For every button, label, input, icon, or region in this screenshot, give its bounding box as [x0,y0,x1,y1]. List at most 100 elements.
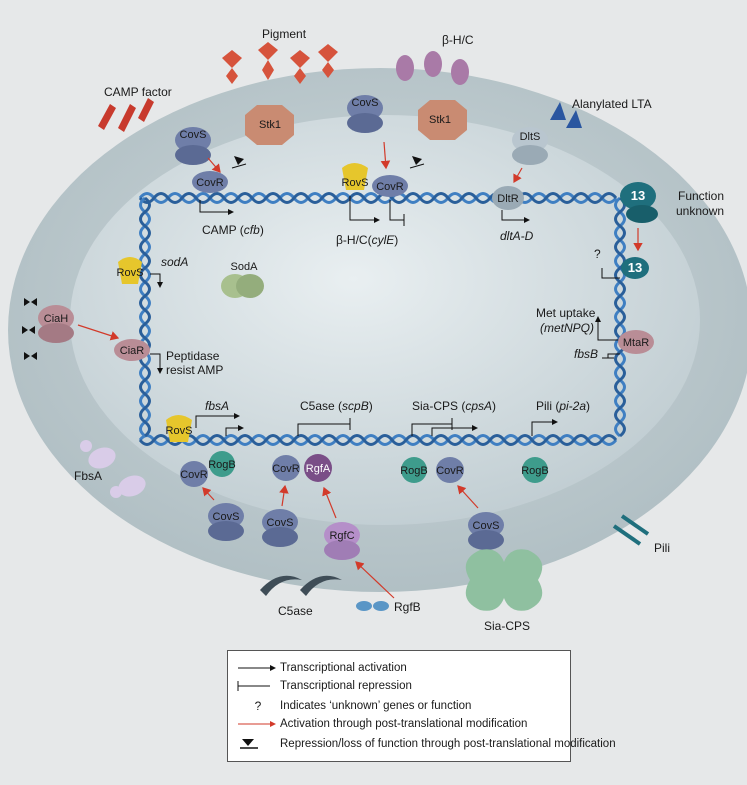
pili-label: Pili [654,541,670,555]
dlts-protein: DltS [512,127,548,165]
svg-text:Stk1: Stk1 [259,119,281,131]
unknown-protein-13-cytoplasm: 13 [621,257,649,279]
arrow-covs-covr-bottom-left [202,487,215,501]
svg-text:MtaR: MtaR [623,337,649,349]
ciah-ligands [22,298,37,360]
svg-text:DltR: DltR [497,193,518,205]
arrow-rgfc-rgfa [322,486,337,519]
svg-text:CovR: CovR [180,469,208,481]
svg-text:CovS: CovS [473,520,500,532]
svg-text:SodA: SodA [231,261,259,273]
repression-bar-icon [236,679,280,693]
sia-cps-molecule [465,549,543,611]
ptm-repression-symbol-middle [409,156,425,169]
camp-cfb-promoter [199,200,234,215]
ptm-repression-symbol-left [231,156,247,169]
c5ase-molecules [260,575,342,596]
legend-unknown: ? Indicates ‘unknown’ genes or function [236,699,472,713]
arrow-covs-covr-left [207,157,221,173]
svg-text:CovS: CovS [352,97,379,109]
arrow-rgfb-rgfc [355,561,395,599]
svg-text:CovS: CovS [180,129,207,141]
svg-text:DltS: DltS [520,131,541,143]
pigment-label: Pigment [262,27,307,41]
legend-ptm-activation: Activation through post-translational mo… [236,717,527,731]
covr-protein-bottom-middle: CovR [272,455,300,481]
dlta-d-label: dltA-D [500,229,534,243]
svg-text:CovR: CovR [272,463,300,475]
unknown-13-promoter [601,268,620,279]
c5ase-label: C5ase [278,604,313,618]
rogb-protein-right: RogB [521,457,549,483]
svg-text:RogB: RogB [521,465,549,477]
met-uptake-label: Met uptake [536,306,596,320]
covs-protein-bottom-left: CovS [208,503,244,541]
svg-text:CovR: CovR [436,465,464,477]
svg-text:RogB: RogB [400,465,428,477]
rovs-protein-left: RovS [117,257,143,284]
ciah-protein: CiaH [38,305,74,343]
arrow-ciah-ciar [77,324,120,341]
svg-text:CovS: CovS [213,511,240,523]
bhc-cyle-promoter [349,196,405,226]
rovs-protein-top: RovS [342,163,368,190]
svg-text:CiaH: CiaH [44,313,69,325]
unknown-protein-13-membrane: 13 [620,182,658,223]
camp-factor-molecules [98,98,154,132]
covr-protein-bottom-right: CovR [436,457,464,483]
legend-box: Transcriptional activation Transcription… [227,650,616,762]
c5ase-scpb-label: C5ase (scpB) [300,399,373,413]
svg-text:Stk1: Stk1 [429,114,451,126]
fbsa-promoter [195,413,244,436]
ptm-repression-icon [236,737,280,751]
met-npq-label: (metNPQ) [540,321,594,335]
legend-repression: Transcriptional repression [236,679,412,693]
camp-factor-label: CAMP factor [104,85,172,99]
svg-text:RogB: RogB [208,459,236,471]
stk1-kinase-right: Stk1 [418,100,467,140]
sia-cps-label: Sia-CPS [484,619,530,633]
svg-text:RgfA: RgfA [306,463,331,475]
question-mark-icon: ? [254,699,262,713]
pili-gene-label: Pili (pi-2a) [536,399,590,413]
peptidase-promoter [150,353,163,374]
rgfa-protein: RgfA [304,454,332,482]
mtar-protein: MtaR [618,330,654,354]
arrow-covs-covr-middle [380,141,391,170]
rovs-protein-bottom: RovS [166,415,192,442]
covs-protein-top-middle: CovS [347,95,383,133]
svg-text:13: 13 [628,260,642,275]
met-uptake-promoter [595,316,620,341]
pili-molecules [612,514,650,546]
sia-cps-promoters [411,418,478,436]
question-mark-label: ? [594,247,601,261]
function-unknown-label-1: Function [678,189,724,203]
camp-cfb-label: CAMP (cfb) [202,223,264,237]
covr-protein-top-middle: CovR [372,175,408,197]
pili-promoter [531,419,558,436]
covr-protein-bottom-left: CovR [180,461,208,487]
fbsa-molecules [80,440,146,498]
rogb-protein-middle: RogB [400,457,428,483]
soda-gene-label: sodA [161,255,188,269]
soda-promoter [150,273,163,288]
rgfc-protein: RgfC [324,522,360,560]
dlta-d-promoter [501,210,530,223]
peptidase-label-2: resist AMP [166,363,223,377]
alanylated-lta-label: Alanylated LTA [572,97,652,111]
svg-text:CovR: CovR [376,181,404,193]
legend-activation: Transcriptional activation [236,661,407,675]
ciar-protein: CiaR [114,339,150,361]
covr-protein-top-left: CovR [192,171,228,193]
red-arrow-icon [236,717,280,731]
peptidase-label-1: Peptidase [166,349,220,363]
bhc-cyle-label: β-H/C(cylE) [336,233,398,247]
fbsa-gene-label: fbsA [205,399,229,413]
covs-protein-bottom-right: CovS [468,512,504,550]
rogb-protein-left: RogB [208,451,236,477]
legend-ptm-repression: Repression/loss of function through post… [236,737,616,751]
rgfb-label: RgfB [394,600,421,614]
soda-protein: SodA [221,261,264,298]
arrow-dlts-dltr [513,167,523,184]
